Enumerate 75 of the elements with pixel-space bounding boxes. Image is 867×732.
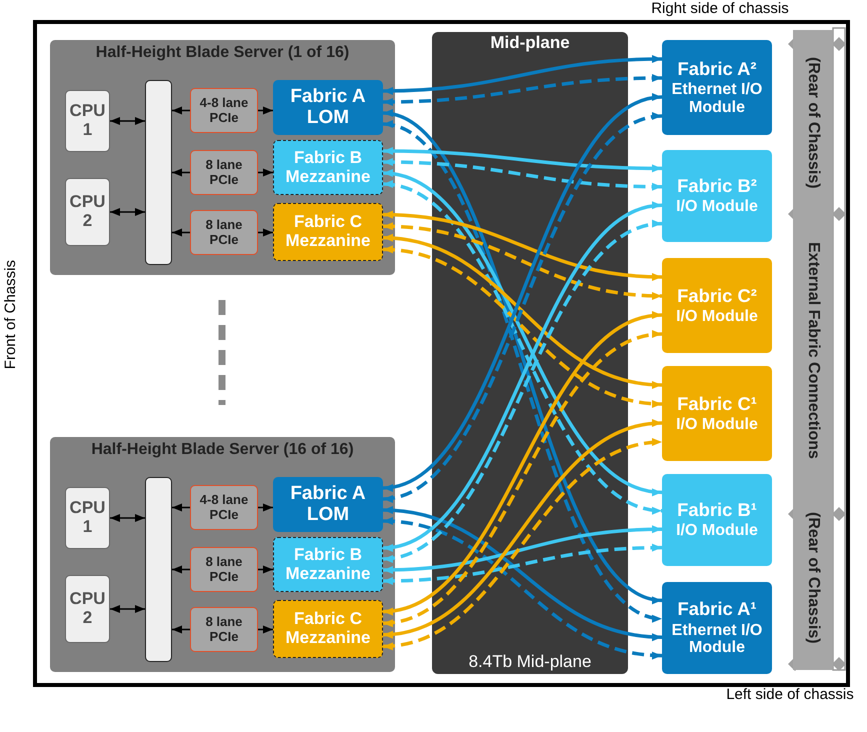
fabric-adapter-block: Fabric B Mezzanine xyxy=(273,537,383,592)
link-arrow xyxy=(382,55,662,95)
io-module-block xyxy=(662,40,772,135)
arrow xyxy=(172,504,190,512)
io-module-block xyxy=(662,366,772,461)
arrow xyxy=(258,106,273,114)
io-module-block xyxy=(662,474,772,566)
module-title: Fabric B² xyxy=(677,176,757,196)
arrow xyxy=(258,168,273,176)
fabric-adapter-block: Fabric C Mezzanine xyxy=(273,203,383,261)
side-label: Left side of chassis xyxy=(725,686,855,703)
arrow xyxy=(258,504,273,512)
arrow xyxy=(172,228,190,236)
blade-server-panel xyxy=(50,40,395,275)
link-arrow xyxy=(382,222,662,300)
backplane-bar xyxy=(145,477,172,662)
module-title: Fabric C¹ xyxy=(677,394,757,414)
side-label: Right side of chassis xyxy=(650,0,790,17)
arrow xyxy=(258,626,273,634)
link-arrow xyxy=(382,234,662,388)
link-arrow xyxy=(382,246,662,407)
arrow xyxy=(172,168,190,176)
arrow xyxy=(110,514,145,522)
fabric-adapter-block: Fabric C Mezzanine xyxy=(273,600,383,658)
module-subtitle: I/O Module xyxy=(676,416,758,434)
bar-note: (Rear of Chassis) xyxy=(804,56,822,188)
backplane-bar xyxy=(145,80,172,265)
module-subtitle: I/O Module xyxy=(676,522,758,540)
external-connections-bar xyxy=(793,30,833,670)
module-title: Fabric C² xyxy=(677,286,757,306)
link-arrow xyxy=(382,74,662,106)
cpu-block: CPU 2 xyxy=(65,178,110,246)
io-module-block xyxy=(662,582,772,674)
arrow xyxy=(172,566,190,574)
link-arrow xyxy=(382,544,662,585)
cpu-block: CPU 2 xyxy=(65,575,110,643)
link-arrow xyxy=(382,518,662,659)
panel-title: Half-Height Blade Server (1 of 16) xyxy=(94,43,350,63)
pcie-link-block: 8 lane PCIe xyxy=(190,547,258,592)
blade-server-panel xyxy=(50,437,395,672)
arrow xyxy=(172,106,190,114)
arrow xyxy=(258,566,273,574)
pcie-link-block: 4-8 lane PCIe xyxy=(190,88,258,133)
cpu-block: CPU 1 xyxy=(65,90,110,152)
module-subtitle: I/O Module xyxy=(676,308,758,326)
io-module-block xyxy=(662,258,772,353)
fabric-adapter-block: Fabric B Mezzanine xyxy=(273,140,383,195)
arrow xyxy=(258,228,273,236)
arrow xyxy=(110,208,145,216)
arrow xyxy=(110,117,145,125)
io-module-block xyxy=(662,150,772,242)
module-title: Fabric A² xyxy=(677,58,757,80)
bar-title: External Fabric Connections xyxy=(804,242,822,458)
link-arrow xyxy=(382,147,662,172)
link-arrow xyxy=(382,506,662,640)
module-subtitle: Ethernet I/O Module xyxy=(670,81,764,116)
pcie-link-block: 8 lane PCIe xyxy=(190,210,258,255)
side-label: Front of Chassis xyxy=(2,260,19,370)
pcie-link-block: 8 lane PCIe xyxy=(190,150,258,195)
pcie-link-block: 4-8 lane PCIe xyxy=(190,485,258,530)
module-title: Fabric B¹ xyxy=(677,500,757,520)
module-title: Fabric A¹ xyxy=(677,599,757,620)
module-subtitle: Ethernet I/O Module xyxy=(670,622,764,657)
fabric-adapter-block: Fabric A LOM xyxy=(273,477,383,532)
cpu-block: CPU 1 xyxy=(65,487,110,549)
panel-title: Half-Height Blade Server (16 of 16) xyxy=(90,440,355,460)
link-arrow xyxy=(382,525,662,574)
module-subtitle: I/O Module xyxy=(676,198,758,216)
link-arrow xyxy=(382,211,662,281)
link-arrow xyxy=(382,158,662,191)
arrow xyxy=(172,626,190,634)
bar-note: (Rear of Chassis) xyxy=(804,512,822,644)
arrow xyxy=(110,605,145,613)
fabric-adapter-block: Fabric A LOM xyxy=(273,80,383,135)
pcie-link-block: 8 lane PCIe xyxy=(190,607,258,652)
